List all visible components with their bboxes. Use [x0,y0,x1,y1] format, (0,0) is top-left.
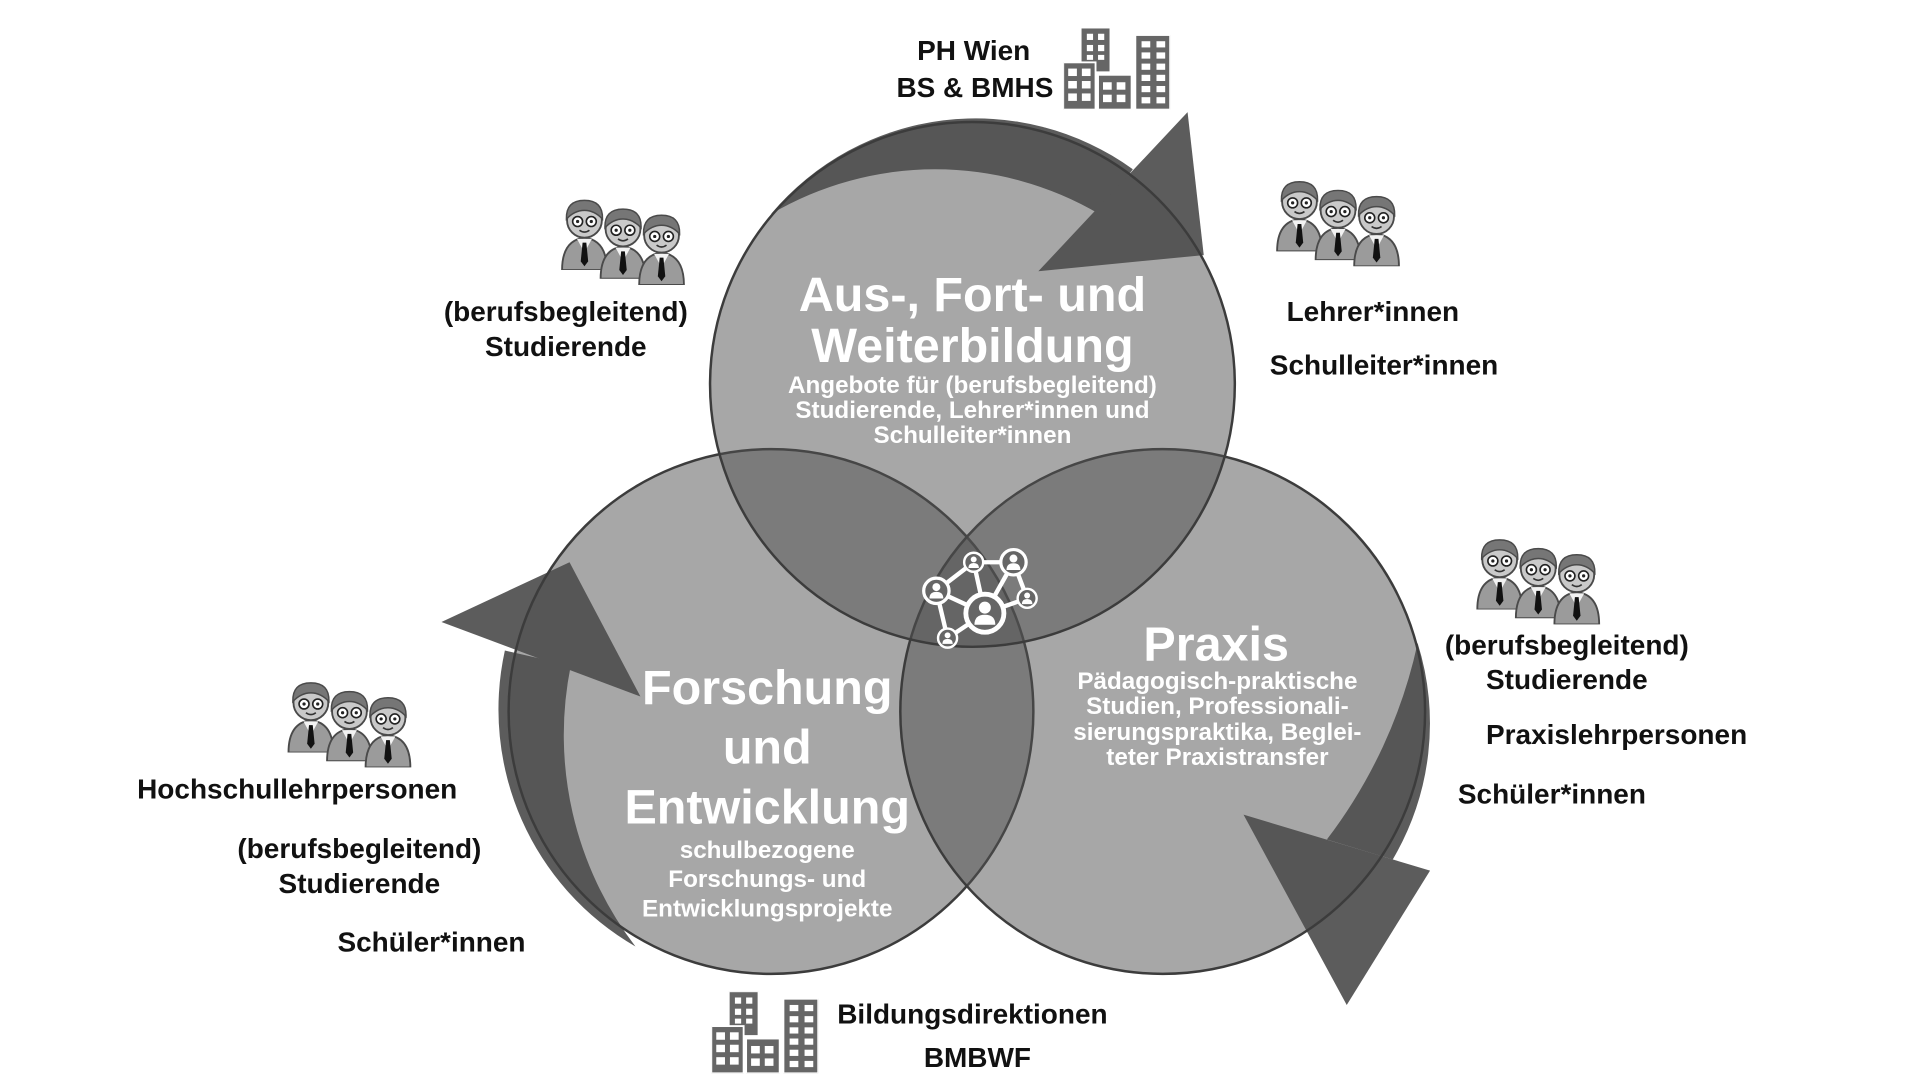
network-node [962,551,985,573]
stakeholder-label: Schüler*innen [1458,778,1646,809]
stakeholder-label: Studierende [485,331,647,362]
people-group-icon [1277,182,1399,267]
stakeholders-left: Hochschullehrpersonen (berufsbegleitend)… [137,683,526,957]
network-icon [922,547,1038,649]
building-icon [1063,27,1171,110]
network-node [966,594,1004,632]
research-circle-text: Forschung und Entwicklung schulbezogene … [624,661,910,923]
stakeholders-top-left: (berufsbegleitend) Studierende [444,200,688,362]
stakeholders-right: (berufsbegleitend) Studierende Praxisleh… [1445,540,1747,809]
top-institutions: PH Wien BS & BMHS [896,27,1171,110]
people-group-icon [562,200,684,285]
stakeholder-label: Hochschullehrpersonen [137,774,457,805]
practice-title: Praxis [1143,617,1289,671]
education-title-line: Weiterbildung [811,319,1133,373]
people-group-icon [1477,540,1599,625]
stakeholder-label: Praxislehrpersonen [1486,719,1747,750]
education-circle-text: Aus-, Fort- und Weiterbildung Angebote f… [788,268,1157,449]
network-node [1016,587,1038,610]
stakeholder-label: Lehrer*innen [1287,296,1460,327]
practice-circle-text: Praxis Pädagogisch-praktische Studien, P… [1073,617,1361,770]
bottom-institution-label: BMBWF [924,1042,1031,1073]
network-node [999,547,1028,577]
network-node [936,627,959,649]
education-description-line: Studierende, Lehrer*innen und [795,397,1149,424]
stakeholder-label: (berufsbegleitend) [1445,629,1689,660]
practice-description-line: Pädagogisch-praktische [1077,668,1357,695]
people-group-icon [288,683,410,768]
practice-description-line: Studien, Professionali- [1086,693,1349,720]
practice-description-line: sierungspraktika, Beglei- [1073,719,1361,746]
stakeholder-label: Schüler*innen [337,926,525,957]
practice-description-line: teter Praxistransfer [1106,744,1329,771]
top-institution-label: BS & BMHS [896,72,1053,103]
bottom-institutions: Bildungsdirektionen BMBWF [711,991,1108,1074]
stakeholder-label: (berufsbegleitend) [444,296,688,327]
education-description-line: Schulleiter*innen [873,422,1071,449]
bottom-institution-label: Bildungsdirektionen [837,999,1107,1030]
top-institution-label: PH Wien [917,35,1030,66]
research-title-line: und [723,721,812,775]
research-description-line: Forschungs- und [668,866,866,893]
network-node [922,576,951,606]
stakeholder-label: (berufsbegleitend) [237,833,481,864]
stakeholder-label: Studierende [1486,664,1648,695]
education-circle [708,120,1237,649]
stakeholders-top-right: Lehrer*innen Schulleiter*innen [1270,182,1498,380]
stakeholder-label: Schulleiter*innen [1270,349,1498,380]
research-description-line: Entwicklungsprojekte [642,896,892,923]
building-icon [711,991,819,1074]
research-title-line: Entwicklung [624,780,910,834]
education-title-line: Aus-, Fort- und [799,268,1146,322]
stakeholder-label: Studierende [279,868,441,899]
research-description-line: schulbezogene [680,837,855,864]
education-description-line: Angebote für (berufsbegleitend) [788,372,1157,399]
research-title-line: Forschung [642,661,892,715]
